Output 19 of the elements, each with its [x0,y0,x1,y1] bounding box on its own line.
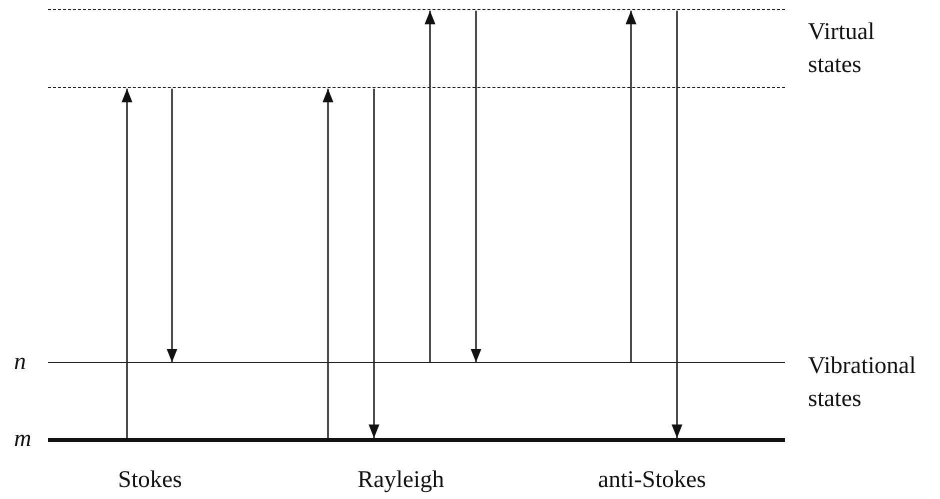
process-label: Stokes [118,466,182,495]
transition-arrow [322,88,334,438]
level-group-label: Virtual states [808,18,876,80]
transition-arrow [424,10,436,362]
vibrational-level-line [48,362,785,364]
transition-arrow [470,10,482,362]
level-group-label: Vibrational states [808,352,917,414]
transition-arrow [368,88,380,438]
ground-level-line [48,438,785,442]
transition-arrow [166,88,178,362]
virtual-level-line [48,9,785,11]
process-label: anti-Stokes [598,466,706,495]
transition-arrow [122,88,132,438]
level-label: m [14,425,32,454]
transition-arrow [626,10,636,362]
process-label: Rayleigh [358,466,444,495]
virtual-level-line [48,87,785,89]
level-label: n [14,348,26,377]
transition-arrow [672,10,682,438]
